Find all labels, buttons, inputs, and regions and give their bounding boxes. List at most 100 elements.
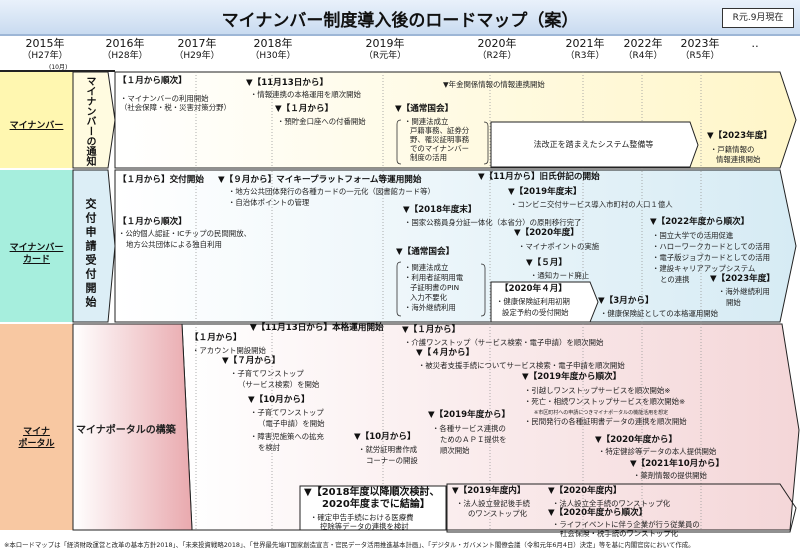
milestone-text-r2: ・海外継続利用 [718, 287, 770, 296]
row2-label-line2: カード [22, 255, 50, 265]
year-7: 2022年（R4年） [613, 38, 673, 62]
milestone-text-r3: 社会保険・税手続のワンストップ化 [560, 529, 679, 538]
milestone-text-r2: ・国家公務員身分証一体化（本省分）の原則移行完了 [404, 218, 582, 227]
milestone-heading-r2: 【2020年４月】 [500, 284, 567, 294]
row3-label-line2: ポータル [18, 439, 55, 449]
milestone-heading-r3: ▼【2019年度内】 [452, 486, 526, 496]
milestone-heading-r2: ▼【９月から】マイキープラットフォーム等運用開始 [218, 175, 422, 185]
era-label: （H27年） [22, 51, 68, 61]
year-label: 2017年 [177, 37, 217, 50]
milestone-heading-r3: ▼【４月から】 [416, 348, 475, 358]
corporate-onestop-box [446, 483, 797, 533]
milestone-heading-r2: ▼【2018年度末】 [403, 205, 477, 215]
milestone-heading-r1: ▼【11月13日から】 [246, 78, 329, 88]
row3-sub-title: マイナポータルの構築 [76, 425, 176, 436]
era-label: （H30年） [250, 51, 296, 61]
milestone-heading-r3: ▼【７月から】 [222, 356, 281, 366]
milestone-text-r1: ・関連法成立 [404, 117, 449, 126]
era-label: （R2年） [477, 51, 517, 61]
row3-label: マイナ [23, 427, 50, 437]
year-5: 2020年（R2年） [467, 38, 527, 62]
year-label: 2019年 [365, 37, 405, 50]
milestone-text-r1: 戸籍事務、証券分 [410, 126, 470, 135]
milestone-heading-r3: ▼【2020年度から】 [595, 435, 678, 445]
year-3: 2018年（H30年） [243, 38, 303, 62]
milestone-heading-r2: ▼【11月から】旧氏併記の開始 [478, 172, 600, 182]
era-label: （H29年） [174, 51, 220, 61]
milestone-text-r1: 制度の活用 [410, 153, 447, 162]
milestone-text-r2: ・電子版ジョブカードとしての活用 [652, 253, 771, 262]
year-label: 2023年 [680, 37, 720, 50]
year-label: 2015年 [25, 37, 65, 50]
milestone-heading-r2: ▼【通常国会】 [396, 247, 455, 257]
milestone-text-r1: 法改正を踏まえたシステム整備等 [533, 140, 654, 149]
milestone-text-r3: ・法人設立登記後手続 [456, 499, 530, 508]
milestone-heading-r3: ▼【11月13日から】本格運用開始 [250, 323, 384, 333]
milestone-heading-r1: 【１月から順次】 [118, 76, 187, 86]
year-label: 2018年 [253, 37, 293, 50]
era-label: （H28年） [102, 51, 148, 61]
system-maintenance-box [490, 121, 699, 168]
row2-label-bg [0, 170, 73, 322]
milestone-text-r3: 順次開始 [440, 446, 470, 455]
april-2020-box [490, 281, 599, 323]
milestone-text-r2: ・建設キャリアアップシステム [652, 264, 756, 273]
milestone-text-r3: ・障害児施策への拡充 [250, 432, 324, 441]
milestone-text-r2: ・関連法成立 [404, 263, 449, 272]
milestone-text-r3: ・死亡・相続ワンストップサービスを順次開始※ [524, 397, 686, 406]
milestone-text-r2: 入力不要化 [410, 293, 447, 302]
milestone-heading-r1: ▼【2023年度】 [707, 131, 772, 141]
review-box [299, 485, 447, 531]
milestone-text-r3: ※市区町村への申請につきマイナポータルの機能活用を想定 [534, 410, 669, 416]
milestone-text-r2: 開始 [726, 298, 741, 307]
era-label: （R3年） [565, 51, 605, 61]
milestone-heading-r2: ▼【５月】 [526, 258, 567, 268]
row1-sub-title: マイナンバーの通知 [84, 76, 95, 166]
milestone-text-r3: ・子育てワンストップ [230, 369, 304, 378]
milestone-text-r1: ・預貯金口座への付番開始 [277, 117, 366, 126]
milestone-heading-r2: ▼【3月から】 [598, 296, 654, 306]
milestone-text-r3: ・特定健診等データの本人提供開始 [598, 447, 717, 456]
milestone-text-r1: 野、罹災証明事務 [410, 135, 470, 144]
milestone-text-r3: ・就労証明書作成 [358, 445, 418, 454]
milestone-text-r3: （電子申請）を開始 [258, 419, 325, 428]
milestone-heading-r3: ▼【10月から】 [354, 432, 416, 442]
era-label: （R5年） [680, 51, 720, 61]
milestone-heading-r1: ▼【通常国会】 [395, 104, 454, 114]
milestone-text-r3: ・確定申告手続における医療費 [310, 513, 414, 522]
milestone-text-r3: ・法人設立全手続のワンストップ化 [552, 499, 671, 508]
row3-label-bg [0, 324, 73, 530]
milestone-heading-r3: ▼【１月から】 [402, 325, 461, 335]
milestone-heading-r3: ▼【2019年度から順次】 [522, 372, 622, 382]
year-9: ‥ [725, 38, 785, 50]
milestone-heading-r2: 【１月から順次】 [118, 217, 187, 227]
milestone-text-r2: ・公的個人認証・ICチップの民間開放、 [118, 229, 251, 238]
page-title: マイナンバー制度導入後のロードマップ（案） [221, 11, 579, 31]
era-label: （R元年） [363, 51, 407, 61]
row1-label: マイナンバー [9, 121, 64, 131]
milestone-text-r2: ・通知カード廃止 [530, 271, 590, 280]
milestone-text-r1: ・情報連携の本格運用を順次開始 [250, 90, 361, 99]
milestone-text-r3: ・民間発行の各種証明書データの連携を順次開始 [524, 417, 687, 426]
milestone-text-r3: ・引越しワンストップサービスを順次開始※ [524, 386, 671, 395]
milestone-text-r2: 地方公共団体による独自利用 [126, 240, 222, 249]
milestone-text-r2: 子証明書のPIN [410, 283, 460, 292]
milestone-heading-r3: 【１月から】 [190, 333, 242, 343]
milestone-heading-r3: ▼【2021年10月から】 [630, 459, 725, 469]
milestone-text-r2: ・コンビニ交付サービス導入市町村の人口１億人 [510, 200, 673, 209]
year-1: 2016年（H28年） [95, 38, 155, 62]
milestone-text-r2: ・国立大学での活用促進 [652, 231, 734, 240]
year-label: ‥ [751, 37, 759, 50]
milestone-text-r3: を検討 [258, 443, 281, 452]
milestone-text-r3: ・アカウント開設開始 [192, 346, 266, 355]
year-0: 2015年（H27年） (10月) [15, 37, 75, 72]
milestone-text-r2: ・健康保険証としての本格運用開始 [600, 309, 719, 318]
milestone-text-r2: 設定予約の受付開始 [502, 308, 569, 317]
milestone-text-r3: ・被災者支援手続についてサービス検索・電子申請を順次開始 [418, 361, 625, 370]
milestone-text-r2: ・地方公共団体発行の各種カードの一元化（図書館カード等） [228, 187, 435, 196]
milestone-text-r2: ・ハローワークカードとしての活用 [652, 242, 771, 251]
milestone-heading-r2: ▼【2023年度】 [710, 274, 775, 284]
month-note: (10月) [49, 64, 68, 71]
milestone-heading-r1: ▼【１月から】 [275, 104, 334, 114]
